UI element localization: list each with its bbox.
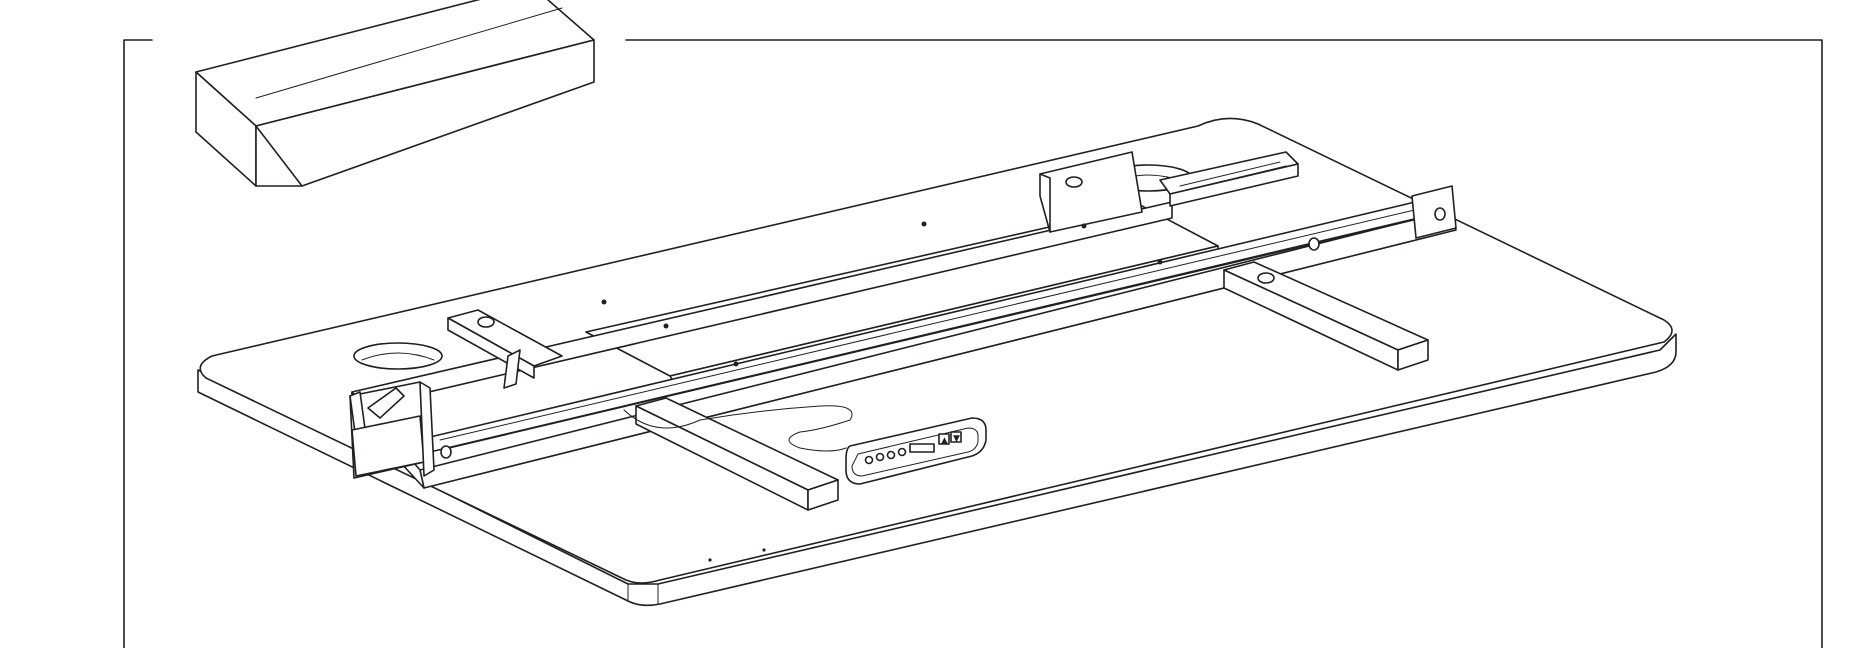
desktop-edge (197, 333, 1677, 607)
up-button (938, 433, 950, 445)
control-box (1159, 151, 1299, 207)
down-button (950, 431, 962, 443)
mounting-arm-left-lower (635, 397, 839, 511)
cable-grommet-left (353, 342, 443, 370)
down-button-label: ▼ (953, 434, 960, 444)
mounting-arm-right-lower (1223, 261, 1429, 371)
frame-border (123, 39, 1823, 648)
package-box (195, 0, 595, 187)
end-bracket-left (349, 381, 452, 479)
control-cable (623, 405, 853, 452)
mounting-arm-left-upper (447, 309, 563, 389)
end-bracket-right (1308, 185, 1457, 251)
control-panel: ▲ ▼ (845, 417, 987, 485)
up-button-label: ▲ (941, 436, 948, 446)
mounting-arm-right-upper (1039, 151, 1143, 233)
